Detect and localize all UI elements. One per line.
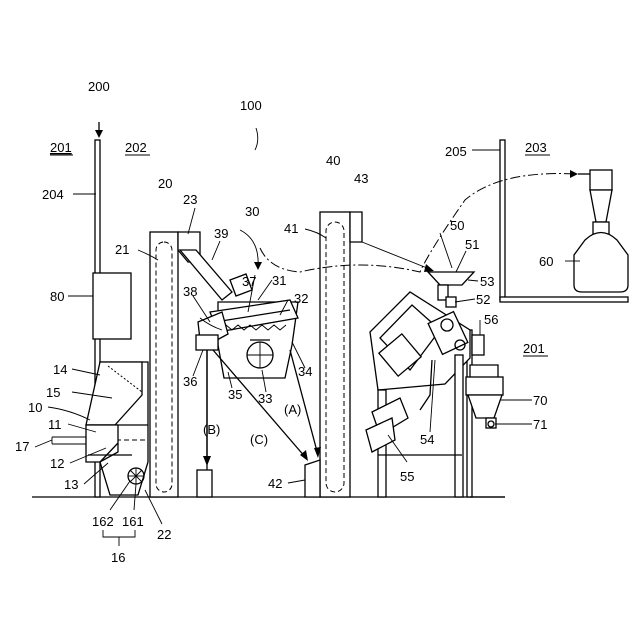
- label-16: 16: [111, 550, 125, 565]
- flow-label-c: (C): [250, 432, 268, 447]
- label-56: 56: [484, 312, 498, 327]
- label-70: 70: [533, 393, 547, 408]
- label-30: 30: [245, 204, 259, 219]
- label-43: 43: [354, 171, 368, 186]
- sorter-machine: [196, 274, 298, 475]
- label-14: 14: [53, 362, 67, 377]
- label-20: 20: [158, 176, 172, 191]
- label-39: 39: [214, 226, 228, 241]
- label-71: 71: [533, 417, 547, 432]
- label-100: 100: [240, 98, 262, 113]
- label-162: 162: [92, 514, 114, 529]
- label-21: 21: [115, 242, 129, 257]
- label-202: 202: [125, 140, 147, 155]
- label-34: 34: [298, 364, 312, 379]
- label-10: 10: [28, 400, 42, 415]
- first-elevator: [150, 232, 232, 497]
- reject-bin: [197, 470, 212, 497]
- label-203: 203: [525, 140, 547, 155]
- label-204: 204: [42, 187, 64, 202]
- dust-flow-arrow: [570, 170, 578, 178]
- label-55: 55: [400, 469, 414, 484]
- curved-flow-arrow: [254, 262, 262, 270]
- label-12: 12: [50, 456, 64, 471]
- label-52: 52: [476, 292, 490, 307]
- label-53: 53: [480, 274, 494, 289]
- label-32: 32: [294, 291, 308, 306]
- label-40: 40: [326, 153, 340, 168]
- flow-b-arrow: [203, 456, 211, 466]
- label-205: 205: [445, 144, 467, 159]
- label-13: 13: [64, 477, 78, 492]
- label-50: 50: [450, 218, 464, 233]
- label-23: 23: [183, 192, 197, 207]
- label-201-left: 201: [50, 140, 72, 155]
- label-161: 161: [122, 514, 144, 529]
- flow-label-b: (B): [203, 422, 220, 437]
- label-41: 41: [284, 221, 298, 236]
- flow-label-a: (A): [284, 402, 301, 417]
- label-33: 33: [258, 391, 272, 406]
- label-11: 11: [48, 417, 62, 432]
- building-arrowhead: [95, 130, 103, 138]
- control-panel: [93, 273, 131, 339]
- label-42: 42: [268, 476, 282, 491]
- label-201-right: 201: [523, 341, 545, 356]
- label-31: 31: [272, 273, 286, 288]
- label-36: 36: [183, 374, 197, 389]
- label-51: 51: [465, 237, 479, 252]
- label-15: 15: [46, 385, 60, 400]
- label-60: 60: [539, 254, 553, 269]
- label-54: 54: [420, 432, 434, 447]
- label-80: 80: [50, 289, 64, 304]
- dust-collector: [574, 170, 628, 292]
- label-35: 35: [228, 387, 242, 402]
- label-22: 22: [157, 527, 171, 542]
- second-elevator: [305, 212, 362, 497]
- label-37: 37: [242, 274, 256, 289]
- label-17: 17: [15, 439, 29, 454]
- dust-flow-line: [260, 174, 576, 272]
- receiver-rotor-icon: [128, 468, 144, 484]
- return-flow-arrow: [424, 264, 434, 272]
- label-38: 38: [183, 284, 197, 299]
- label-200: 200: [88, 79, 110, 94]
